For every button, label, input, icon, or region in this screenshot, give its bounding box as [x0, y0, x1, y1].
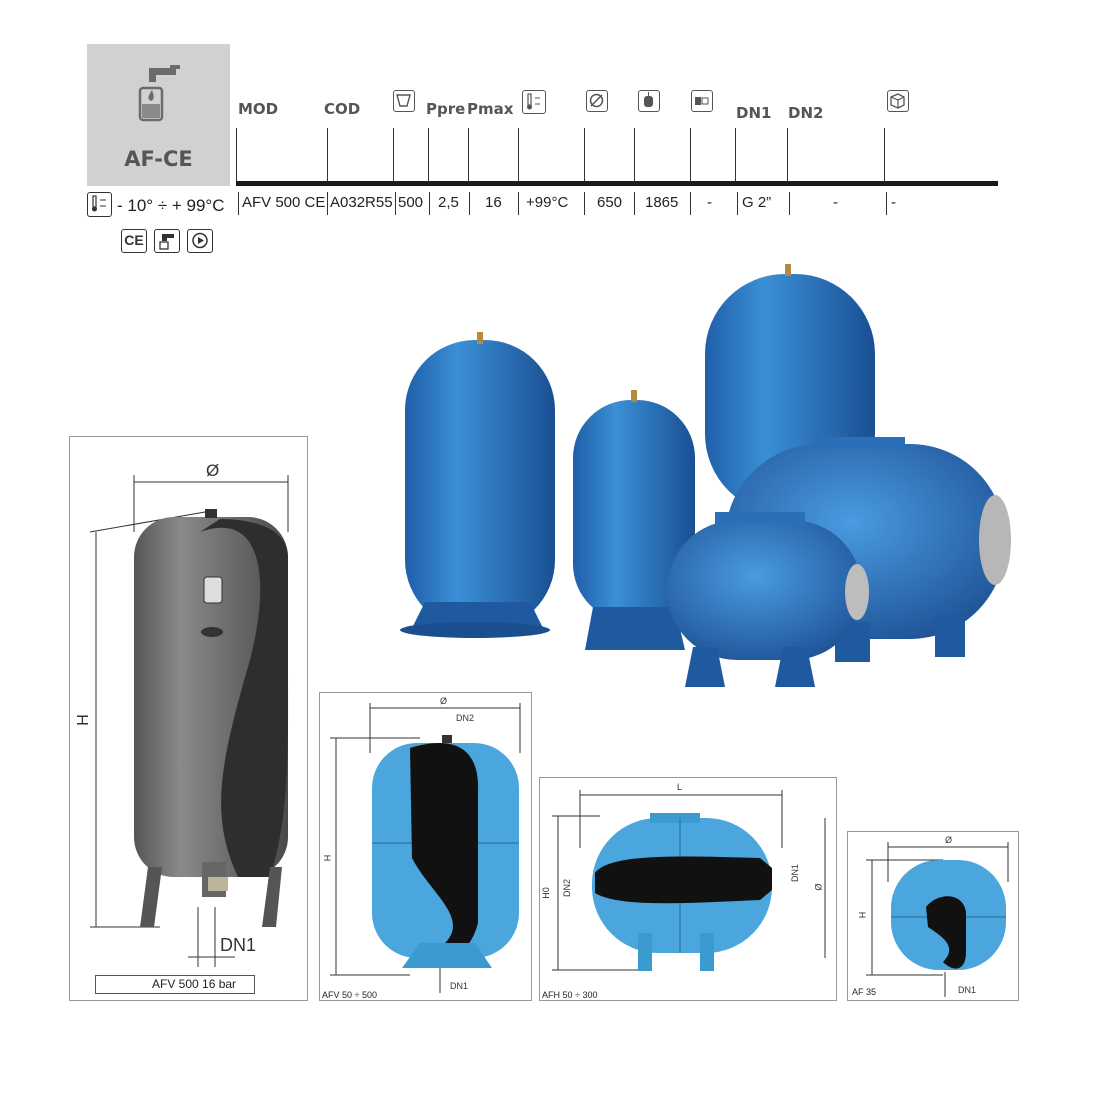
- divider: [327, 128, 328, 181]
- cell-pmax: 16: [485, 194, 502, 211]
- dim-diameter: Ø: [206, 461, 220, 480]
- cell-divider: [327, 192, 328, 215]
- header-mod: MOD: [238, 100, 279, 118]
- drawing-caption: AF 35: [852, 987, 877, 997]
- divider: [787, 128, 788, 181]
- cell-divider: [584, 192, 585, 215]
- cell-dn2: -: [833, 194, 838, 211]
- temperature-range: - 10° ÷ + 99°C: [117, 196, 225, 215]
- cell-divider: [737, 192, 738, 215]
- cell-divider: [886, 192, 887, 215]
- cell-divider: [238, 192, 239, 215]
- drawing-caption: AFV 500 16 bar: [152, 977, 237, 991]
- cell-diameter: 650: [597, 194, 623, 211]
- drawing-af35: Ø H DN1 AF 35: [847, 831, 1019, 1001]
- divider: [690, 128, 691, 181]
- drawing-caption: AFV 50 ÷ 500: [322, 990, 377, 1000]
- dim-dn2: DN2: [456, 713, 475, 723]
- divider: [884, 128, 885, 181]
- cell-volume: 500: [398, 194, 424, 211]
- cell-divider: [634, 192, 635, 215]
- cell-divider: [518, 192, 519, 215]
- package-icon: [887, 90, 909, 112]
- header-dn1: DN1: [736, 104, 772, 122]
- divider: [236, 128, 237, 181]
- dim-dn1: DN1: [790, 863, 801, 883]
- header-dn2: DN2: [788, 104, 824, 122]
- cell-temp: +99°C: [526, 194, 569, 211]
- cell-divider: [789, 192, 790, 215]
- divider: [393, 128, 394, 181]
- dim-diameter: Ø: [440, 696, 448, 706]
- drawing-caption: AFH 50 ÷ 300: [542, 990, 598, 1000]
- header-rule: [236, 181, 998, 186]
- tank-vertical-medium: [400, 332, 555, 638]
- divider: [584, 128, 585, 181]
- dim-diameter: Ø: [945, 835, 953, 845]
- header-ppre: Ppre: [426, 100, 466, 118]
- drinking-water-icon: [154, 229, 180, 253]
- badge-label: AF-CE: [124, 147, 193, 171]
- diameter-icon: [586, 90, 608, 112]
- flange-icon: [691, 90, 713, 112]
- volume-icon: [393, 90, 415, 112]
- cell-cod: A032R55: [330, 194, 393, 211]
- temperature-icon: [87, 192, 112, 217]
- divider: [634, 128, 635, 181]
- dim-dn1: DN1: [220, 935, 257, 955]
- dim-height: H: [74, 714, 92, 726]
- cell-dn1: G 2”: [742, 194, 772, 211]
- divider: [428, 128, 429, 181]
- drawing-afh-range: L H0 DN2 DN1 Ø AFH 50 ÷ 300: [539, 777, 837, 1001]
- cell-divider: [690, 192, 691, 215]
- dim-height: H: [857, 911, 868, 919]
- ce-mark: CE: [121, 229, 147, 253]
- play-icon: [187, 229, 213, 253]
- tap-vessel-icon: [138, 65, 180, 122]
- dim-length: L: [677, 782, 683, 792]
- dim-dn1: DN1: [958, 985, 977, 995]
- header-cod: COD: [324, 100, 361, 118]
- tank-horizontal-small: [667, 512, 869, 687]
- cell-divider: [395, 192, 396, 215]
- height-icon: [638, 90, 660, 112]
- divider: [735, 128, 736, 181]
- cell-divider: [429, 192, 430, 215]
- dim-dn1: DN1: [450, 981, 469, 991]
- cell-flange: -: [707, 194, 712, 211]
- drawing-afv-500: Ø H DN1 AFV 500 16 bar: [69, 436, 308, 1001]
- tank-vertical-small: [573, 390, 695, 650]
- drawing-afv-range: Ø DN2 H DN1 AFV 50 ÷ 500: [319, 692, 532, 1001]
- dim-h0: H0: [540, 887, 551, 899]
- dim-dn2: DN2: [562, 878, 573, 898]
- header-pmax: Pmax: [467, 100, 514, 118]
- dim-height: H: [322, 854, 333, 862]
- cell-pack: -: [891, 194, 896, 211]
- divider: [518, 128, 519, 181]
- product-photo-tanks: [400, 264, 1011, 687]
- cell-divider: [469, 192, 470, 215]
- temperature-icon: [522, 90, 546, 114]
- product-badge: AF-CE: [87, 44, 230, 186]
- dim-diameter: Ø: [813, 883, 824, 891]
- divider: [468, 128, 469, 181]
- cell-ppre: 2,5: [438, 194, 459, 211]
- cell-height: 1865: [645, 194, 679, 211]
- cell-mod: AFV 500 CE: [242, 194, 326, 211]
